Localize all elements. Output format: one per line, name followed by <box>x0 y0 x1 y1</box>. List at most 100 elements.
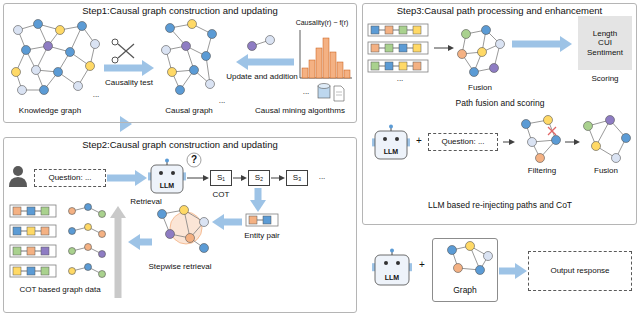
graph-node <box>69 248 76 255</box>
robot-eye <box>384 261 388 265</box>
path-link <box>21 251 27 252</box>
robot-ear <box>183 172 186 180</box>
graph-box: Graph <box>432 238 498 302</box>
path-link <box>393 30 399 31</box>
ellipsis: ... <box>303 87 310 96</box>
graph-node <box>74 82 83 91</box>
caption-text: Fusion <box>468 83 492 92</box>
caption-text: Fusion <box>594 166 618 175</box>
robot-head <box>375 131 407 159</box>
node-text: Graph <box>453 286 477 296</box>
histogram-bar <box>309 60 315 78</box>
formula-text: Causality(r) ~ f(r) <box>296 19 349 27</box>
robot-head <box>375 255 409 285</box>
graph-node <box>592 142 601 151</box>
caption-text: COT based graph data <box>19 285 100 294</box>
graph-node <box>466 242 475 251</box>
graph-node <box>458 50 467 59</box>
path-row <box>10 205 56 217</box>
path-entity <box>249 216 257 224</box>
path-link <box>379 48 385 49</box>
step-box: S₂ <box>248 170 270 186</box>
graph-node <box>200 244 209 253</box>
ellipsis: ... <box>93 90 100 99</box>
path-link <box>21 271 27 272</box>
database-icon <box>318 84 330 89</box>
caption-text: Retrieval <box>130 197 162 206</box>
path-entity <box>399 44 407 52</box>
llm-robot: LLM <box>148 158 186 194</box>
graph-node <box>99 251 106 258</box>
panel-title: Step3:Causal path processing and enhance… <box>363 6 636 17</box>
path-entity <box>371 26 379 34</box>
graph-node <box>186 234 195 243</box>
robot-ear <box>148 172 151 180</box>
graph-node <box>86 62 95 71</box>
graph-node <box>202 52 211 61</box>
histogram-bar <box>337 62 343 78</box>
node-text: S₃ <box>293 173 302 182</box>
graph-node <box>528 138 537 147</box>
output-box: Output response <box>528 251 632 291</box>
caption-text: COT <box>213 190 230 199</box>
graph-node <box>56 26 65 35</box>
scissors-blade <box>118 44 134 58</box>
robot-eye <box>383 137 387 141</box>
node-text: CUI <box>598 38 612 47</box>
path-entity <box>13 247 21 255</box>
section-caption: LLM based re-injecting paths and CoT <box>428 201 572 211</box>
graph-node <box>522 120 531 129</box>
graph-node <box>85 244 92 251</box>
path-entity <box>13 267 21 275</box>
caption-text: Causal mining algorithms <box>255 106 345 115</box>
caption-text: Stepwise retrieval <box>148 262 211 271</box>
graph-node <box>176 86 185 95</box>
scissors-handle <box>112 57 118 63</box>
path-entity <box>41 227 49 235</box>
histogram-bar <box>330 52 336 78</box>
graph-node <box>584 122 593 131</box>
process-arrow <box>512 41 560 48</box>
person-icon <box>9 177 27 187</box>
graph-node <box>622 134 631 143</box>
graph-node <box>454 264 463 273</box>
graph-node <box>470 68 479 77</box>
path-entity <box>27 267 35 275</box>
person-icon <box>13 166 23 176</box>
document-line <box>336 95 342 96</box>
flow-arrow <box>187 178 203 179</box>
path-entity <box>27 247 35 255</box>
process-arrow <box>503 142 509 143</box>
caption-text: Entity pair <box>244 231 280 240</box>
document-line <box>336 92 342 93</box>
thought-bubble <box>187 153 201 167</box>
llm-robot: LLM <box>372 124 410 160</box>
graph-node <box>78 22 87 31</box>
robot-ear <box>409 263 412 271</box>
path-row <box>368 42 428 54</box>
path-link <box>407 30 413 31</box>
graph-node <box>158 210 167 219</box>
path-link <box>35 231 41 232</box>
path-link <box>35 211 41 212</box>
node-text: S₁ <box>217 173 225 182</box>
robot-ear <box>372 263 375 271</box>
robot-antenna <box>390 249 394 253</box>
node-text: LLM <box>385 274 399 282</box>
path-entity <box>41 207 49 215</box>
node-text: S₂ <box>255 173 263 182</box>
path-link <box>393 48 399 49</box>
path-entity <box>27 207 35 215</box>
path-entity <box>371 44 379 52</box>
section-caption: Path fusion and scoring <box>456 99 545 109</box>
path-link <box>21 211 27 212</box>
robot-eye <box>396 261 400 265</box>
graph-node <box>606 116 615 125</box>
graph-node <box>266 36 275 45</box>
graph-node <box>40 86 49 95</box>
caption-text: Causality test <box>105 78 153 87</box>
flow-arrow <box>271 178 279 179</box>
path-row <box>10 265 56 277</box>
path-link <box>379 66 385 67</box>
graph-node <box>32 66 41 75</box>
